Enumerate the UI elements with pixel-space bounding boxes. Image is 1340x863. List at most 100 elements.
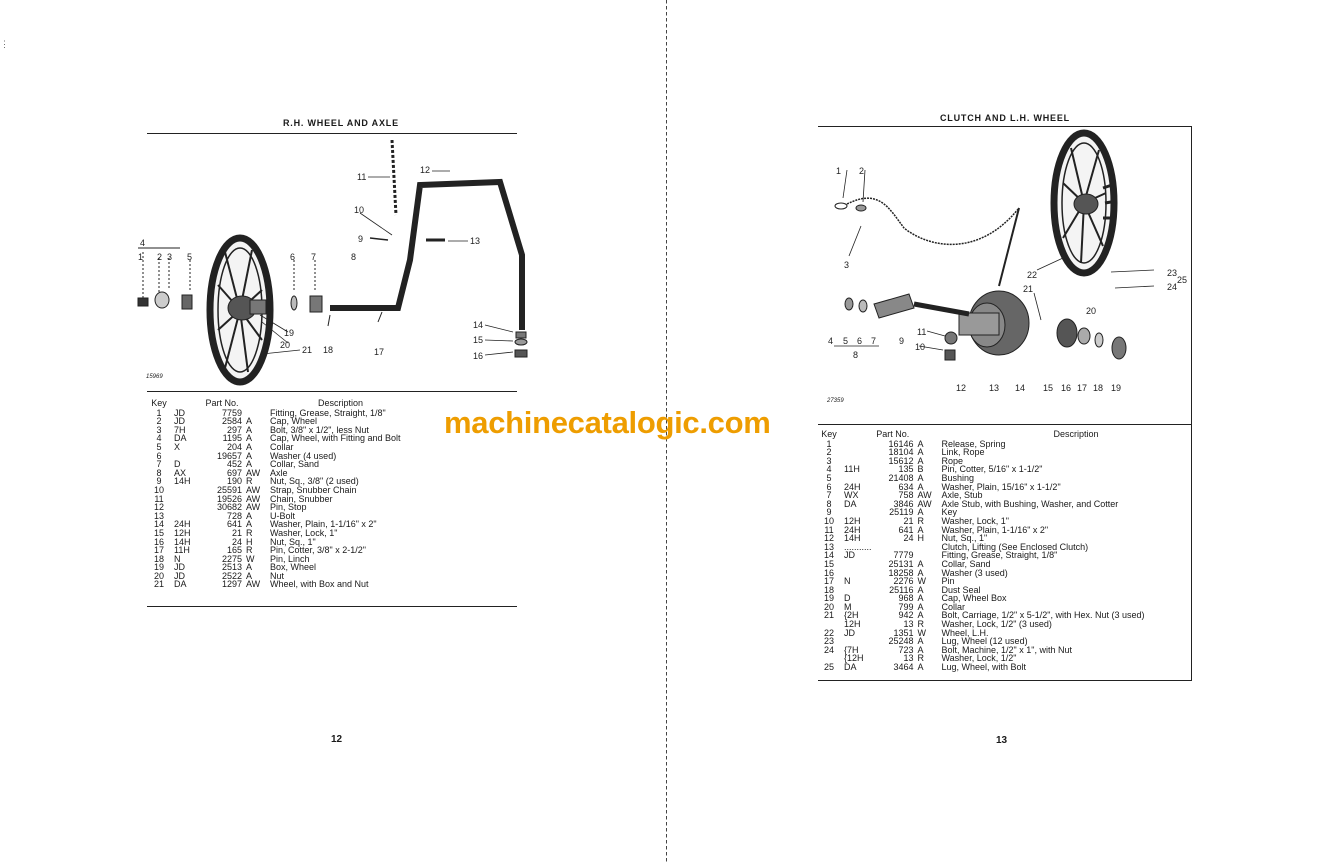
part-prefix: DA [174,579,187,590]
part-description: Lug, Wheel (12 used) [941,636,1028,647]
table-header-row: Key Part No. Description [144,399,401,409]
callout-label: 18 [1093,383,1103,393]
part-key: 17 [823,576,834,587]
scan-edge-mark: ⋮ [0,40,9,50]
part-description: Washer (4 used) [270,450,337,461]
part-suffix: A [246,459,253,470]
part-prefix: DA [174,433,187,444]
callout-label: 3 [167,252,172,262]
part-prefix: JD [174,416,185,427]
part-number: 2275 [221,553,242,564]
part-key: 22 [823,627,834,638]
part-key: 11 [154,493,164,504]
table-top-rule [147,391,517,392]
part-prefix [844,440,872,449]
part-number: 13 [903,653,914,664]
part-key: 6 [156,450,162,461]
section-title: R.H. WHEEL AND AXLE [283,118,399,128]
part-key: 19 [823,593,834,604]
callout-label: 8 [351,252,356,262]
part-key: 15 [153,527,164,538]
callout-label: 21 [302,345,312,355]
part-prefix: 11H [844,464,860,475]
part-number: 18258 [888,567,914,578]
header-key: Key [151,398,167,408]
part-key: 16 [153,536,164,547]
part-number: 452 [226,459,242,470]
part-description: Release, Spring [941,438,1006,449]
part-suffix: A [246,450,253,461]
part-key: 15 [823,558,834,569]
part-description: Nut, Sq., 1" [270,536,316,547]
part-description: Link, Rope [941,447,985,458]
part-key: 18 [823,584,834,595]
callout-label: 19 [1111,383,1121,393]
part-prefix [844,448,872,457]
part-description: Collar [270,441,294,452]
part-number: 18104 [888,447,914,458]
part-key: 9 [156,476,162,487]
part-key: 3 [156,424,162,435]
part-key: 10 [153,484,164,495]
part-prefix: 14H [844,533,861,544]
table-bottom-rule [818,680,1191,681]
part-key: 8 [826,498,832,509]
part-number: 297 [226,424,242,435]
leader-lines [834,169,1155,351]
part-suffix: A [246,433,253,444]
part-number: 723 [898,644,914,655]
part-number: 13 [903,619,914,630]
callout-label: 2 [859,166,864,176]
part-key: 13 [823,541,834,552]
callout-label: 20 [280,340,290,350]
part-description: Washer (3 used) [941,567,1008,578]
part-number: 1297 [221,579,242,590]
part-suffix: AW [246,579,261,590]
part-suffix: A [246,416,253,427]
callout-label: 23 [1167,268,1177,278]
leader-lines [259,170,514,356]
part-suffix: A [917,558,924,569]
part-number: 641 [226,519,242,530]
part-description: Washer, Plain, 1-1/16" x 2" [270,519,377,530]
part-key: 2 [826,447,832,458]
part-prefix: 24H [844,481,861,492]
callout-label: 21 [1023,284,1033,294]
part-suffix: A [917,438,924,449]
callout-label: 11 [357,172,366,182]
part-key: 24 [823,644,834,655]
part-prefix: 24H [844,524,861,535]
callout-labels: 1 2 3 22 23 24 25 21 20 4 5 6 7 8 9 11 1… [828,166,1187,393]
part-suffix: A [917,567,924,578]
figure-code: 15969 [146,374,163,380]
part-key: 23 [823,636,834,647]
part-suffix: W [246,553,255,564]
part-prefix: 12H [174,527,191,538]
part-description: Pin [941,576,955,587]
part-key: 11 [824,524,834,535]
callout-label: 16 [473,351,483,361]
callout-label: 10 [354,205,364,215]
lh-wheel-illustration [1050,129,1118,277]
part-key: 12 [153,502,164,513]
part-prefix: JD [844,627,855,638]
part-number: 697 [226,467,242,478]
